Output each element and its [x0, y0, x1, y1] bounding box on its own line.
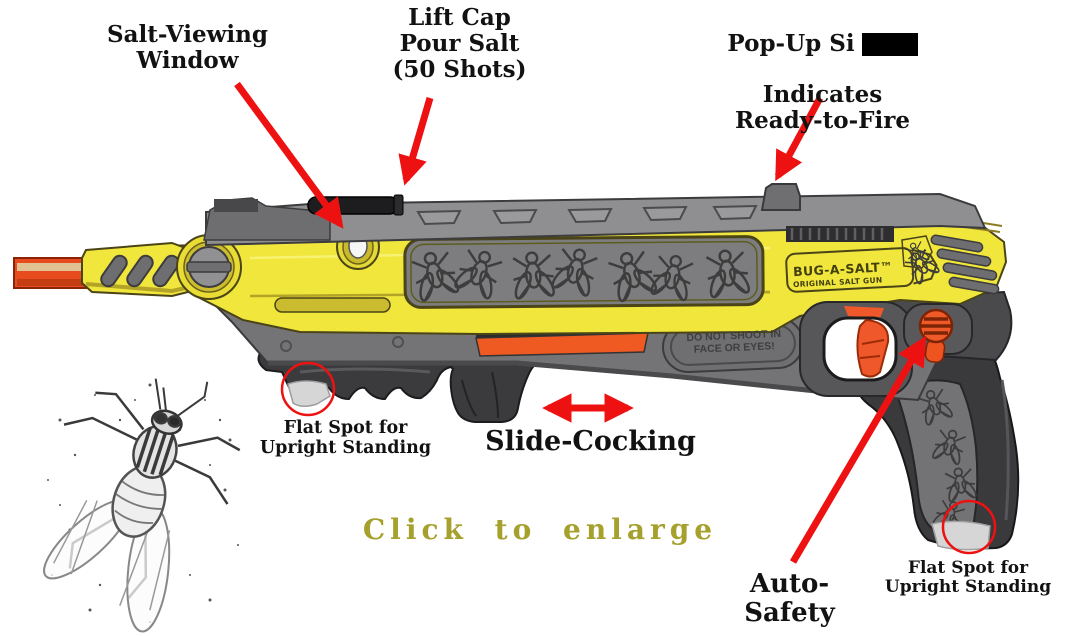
slide-stripe — [475, 332, 649, 357]
trigger — [856, 318, 890, 378]
foregrip-pump — [257, 349, 543, 423]
salt-window-arrow — [234, 81, 344, 229]
label-flat-spot-left: Flat Spot for Upright Standing — [259, 418, 432, 458]
label-salt-viewing-window: Salt-Viewing Window — [107, 21, 268, 74]
flat-spot-left-surface — [287, 380, 331, 407]
label-pop-up-sight-prefix: Pop-Up Si — [727, 29, 855, 57]
auto-safety-arrow — [789, 335, 927, 564]
redaction-box — [861, 32, 918, 56]
upper-receiver — [160, 215, 1008, 336]
pop-up-sight-arrow — [774, 96, 824, 182]
click-to-enlarge-link[interactable]: Click to enlarge — [362, 513, 718, 546]
fly-sketch — [43, 378, 241, 633]
label-pop-up-sight-rest: Indicates Ready-to-Fire — [735, 81, 910, 134]
label-pop-up-sight: Pop-Up Si Indicates Ready-to-Fire — [700, 5, 945, 160]
rear-serrations — [786, 226, 894, 242]
muzzle-assembly — [13, 234, 242, 300]
flat-spot-left-circle — [280, 361, 336, 417]
rear-vents — [901, 234, 1000, 295]
pistol-grip — [855, 349, 1020, 551]
label-auto-safety: Auto- Safety — [744, 569, 835, 629]
trigger-assembly — [799, 301, 973, 397]
flat-spot-right-circle — [941, 499, 997, 555]
top-rail — [203, 183, 987, 247]
label-lift-cap: Lift Cap Pour Salt (50 Shots) — [392, 4, 527, 83]
label-flat-spot-right: Flat Spot for Upright Standing — [884, 558, 1052, 598]
flat-spot-right-surface — [931, 520, 991, 551]
label-slide-cocking: Slide-Cocking — [485, 426, 696, 457]
pop-up-sight-part — [760, 183, 801, 211]
lift-cap-arrow — [398, 97, 434, 186]
fly-engraving-panel — [403, 235, 765, 309]
